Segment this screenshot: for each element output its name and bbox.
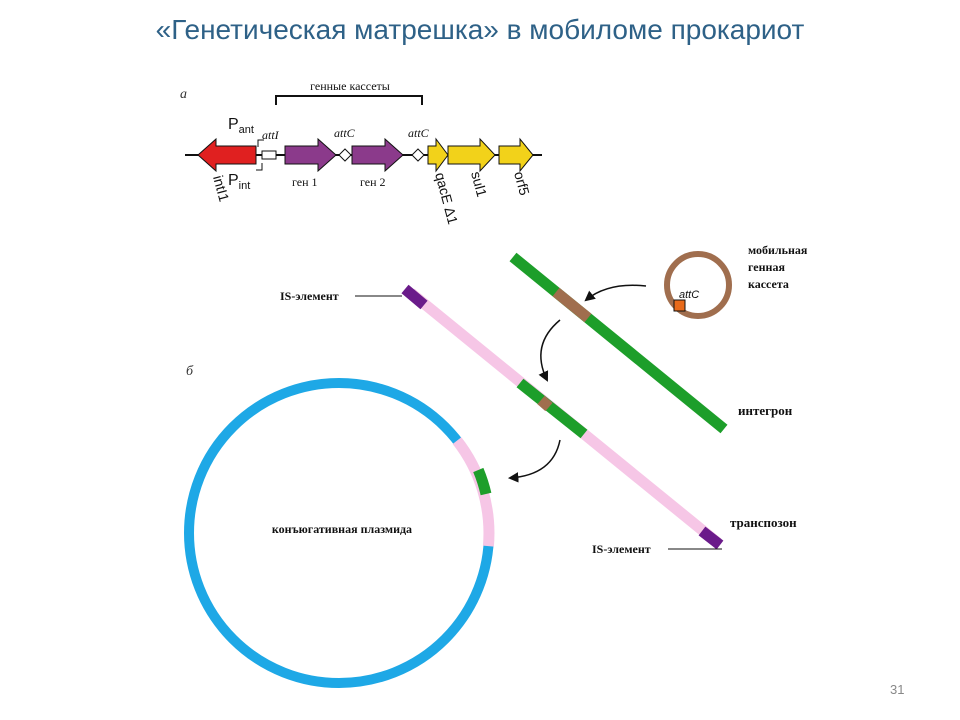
panel-b: б конъюгативная плазмида attC IS-эле [184,243,808,688]
page-number: 31 [890,682,905,697]
attc-site-2 [411,148,425,162]
attc-label-1: attC [334,126,356,140]
sul1-label: sul1 [468,170,490,199]
cassette-bracket-label: генные кассеты [310,79,390,93]
orf5-gene-arrow [498,137,534,173]
is-element-bottom-label: IS-элемент [592,542,651,556]
slide-title: «Генетическая матрешка» в мобиломе прока… [155,14,805,45]
transposon-insertion-arrow [507,439,561,483]
panel-a-letter: а [180,87,187,102]
is-element-top-segment [401,284,428,310]
transposon-cassette-segment [537,395,553,412]
qace-gene-arrow [427,137,449,173]
atti-label: attI [262,128,280,142]
attc-site-1 [338,148,352,162]
atti-site [261,150,277,160]
attc-label-2: attC [408,126,430,140]
p-ant-label: Pant [228,116,254,136]
transposon-label: транспозон [730,515,797,530]
panel-a: а генные кассеты Pant Pint attI [180,79,542,226]
integron-cassette-segment [552,287,592,323]
panel-b-letter: б [186,364,194,379]
p-ant-promoter-arrow [257,139,264,147]
cassette-bracket [275,95,423,105]
is-element-bottom-segment [698,526,724,550]
cassette-insertion-arrow [584,284,647,302]
gene2-label: ген 2 [360,175,386,189]
mobile-cassette-attc-label: attC [679,289,699,301]
mobile-cassette-label-line1: мобильная [748,243,808,257]
integron-insertion-arrow [538,319,561,382]
sul1-gene-arrow [447,137,496,173]
is-element-top-label: IS-элемент [280,289,339,303]
gene1-arrow [284,137,337,173]
intl1-gene-arrow [197,137,257,173]
attc-site-marker [673,299,686,312]
mobile-cassette-label-line2: генная [748,260,785,274]
plasmid-label: конъюгативная плазмида [272,522,412,536]
intl1-label: intI1 [210,174,232,204]
gene2-arrow [351,137,404,173]
integron-label: интегрон [738,403,793,418]
mobile-cassette-label-line3: кассета [748,277,789,291]
transposon-integron-segment [516,378,588,439]
p-int-promoter-arrow [256,163,263,171]
integron-bar [509,252,728,434]
plasmid-integron-segment [473,467,492,496]
orf5-label: orf5 [511,170,533,198]
gene1-label: ген 1 [292,175,318,189]
qace-label: qacE Δ1 [432,171,461,226]
mobile-cassette-ring [664,251,732,319]
p-int-label: Pint [228,172,250,192]
